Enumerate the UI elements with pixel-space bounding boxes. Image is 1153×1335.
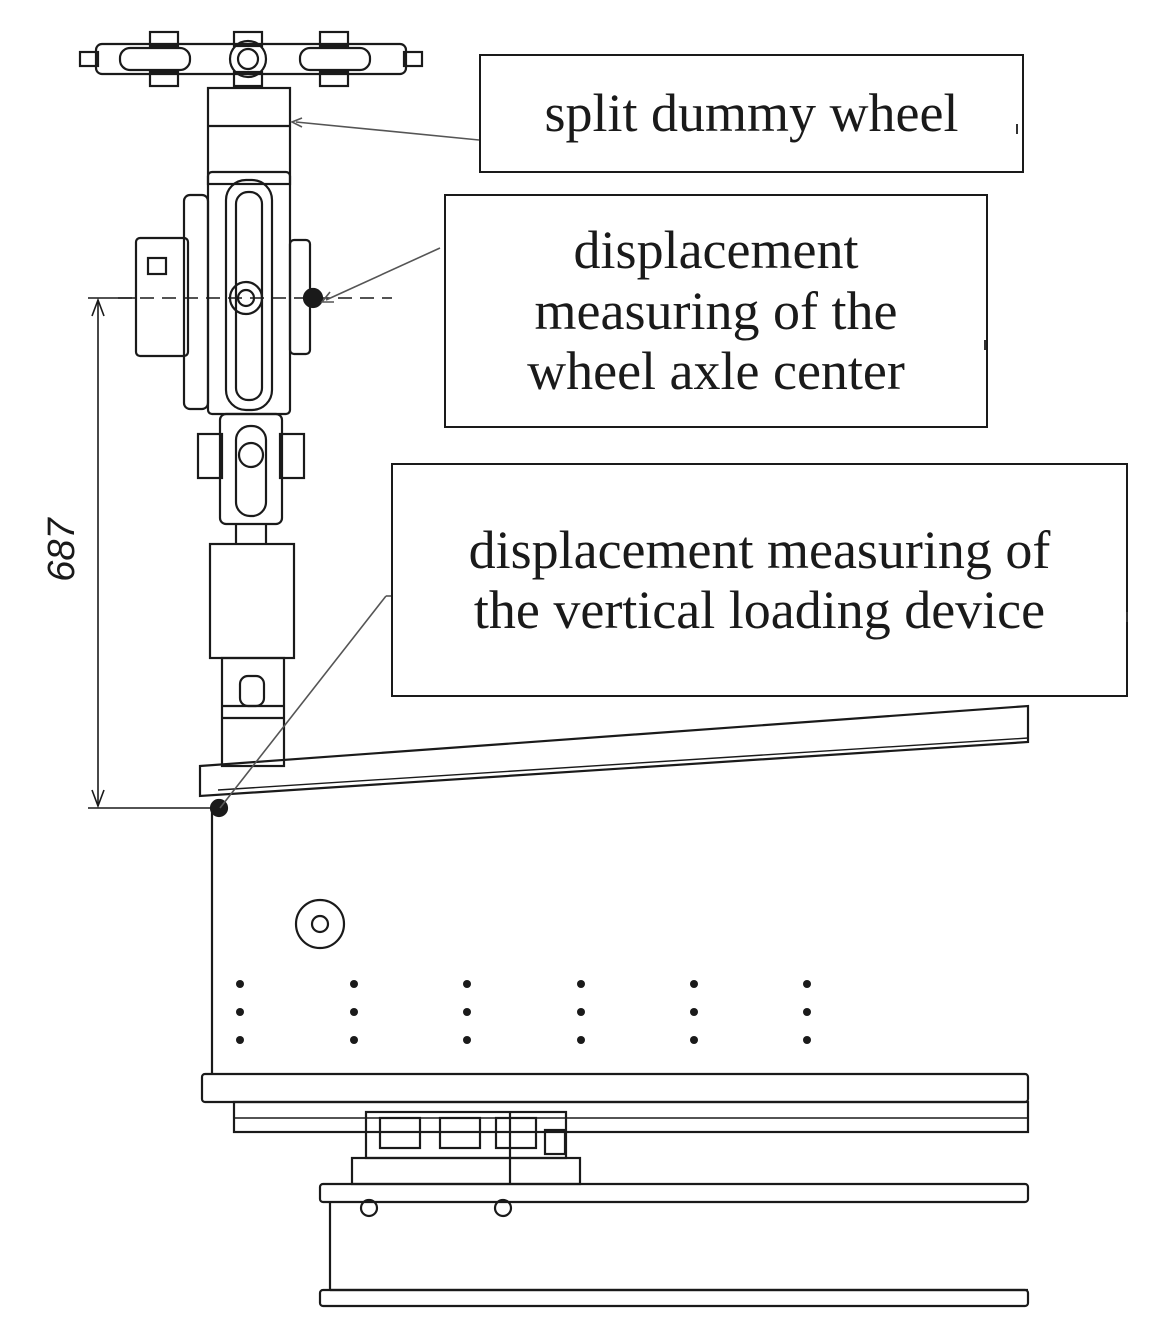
- load-cell: [208, 542, 296, 768]
- leader-lines: [219, 117, 480, 809]
- wheel-assembly: [134, 170, 324, 416]
- tick-mark: [1126, 612, 1128, 622]
- label-text: split dummy wheel: [544, 83, 959, 144]
- tick-mark: [1016, 124, 1018, 134]
- label-line: wheel axle center: [527, 341, 905, 402]
- label-axle-center-displacement: displacement measuring of the wheel axle…: [444, 194, 988, 428]
- tick-mark: [984, 340, 986, 350]
- label-line: displacement measuring of: [468, 519, 1051, 580]
- frame-body: [210, 808, 346, 1074]
- clevis: [196, 412, 306, 544]
- label-line: the vertical loading device: [473, 580, 1046, 640]
- base-structure: [200, 1072, 1030, 1308]
- label-line: displacement: [573, 220, 859, 281]
- label-vertical-loading-displacement: displacement measuring of the vertical l…: [391, 463, 1128, 697]
- upper-body: [206, 86, 292, 186]
- label-split-dummy-wheel: split dummy wheel: [479, 54, 1024, 173]
- bolt-hole-grid: [236, 980, 811, 1044]
- top-crossbar: [78, 30, 424, 88]
- dimension-value: 687: [41, 518, 83, 582]
- label-line: measuring of the: [534, 280, 898, 341]
- dimension-line: [88, 297, 212, 809]
- loading-beam: [198, 704, 1030, 818]
